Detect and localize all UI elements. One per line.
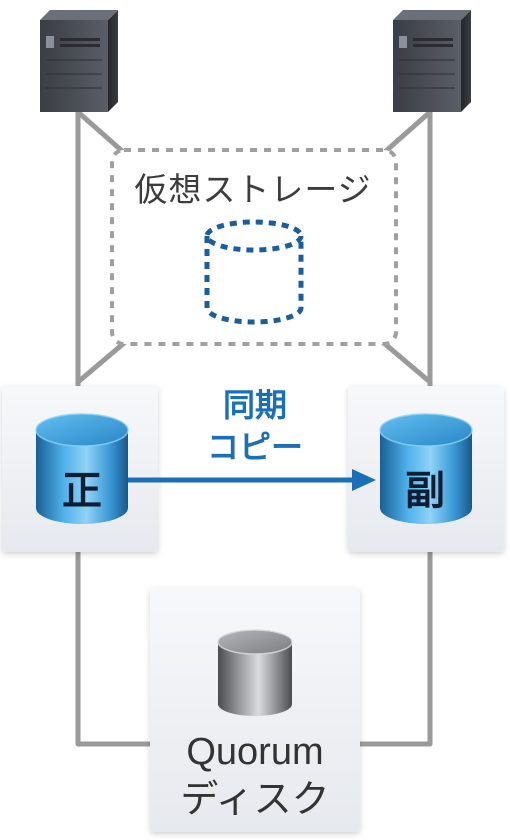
sync-copy-label: 同期 コピー bbox=[190, 384, 320, 468]
primary-disk-label: 正 bbox=[62, 468, 102, 514]
quorum-label-line1: Quorum bbox=[186, 731, 324, 773]
virtual-storage-box bbox=[110, 148, 398, 346]
sync-label-line1: 同期 bbox=[222, 386, 287, 424]
left-quorum-link bbox=[75, 552, 150, 747]
virtual-disk-icon bbox=[204, 219, 304, 325]
quorum-disk-label: Quorum ディスク bbox=[150, 728, 360, 824]
left-server-icon bbox=[40, 10, 118, 112]
right-server-icon bbox=[393, 10, 471, 112]
sync-label-line2: コピー bbox=[206, 428, 303, 466]
secondary-disk-icon bbox=[379, 413, 473, 524]
sync-arrow bbox=[128, 469, 376, 491]
primary-disk-icon bbox=[35, 413, 129, 524]
quorum-label-line2: ディスク bbox=[180, 779, 330, 821]
secondary-disk-label: 副 bbox=[405, 468, 445, 514]
virtual-storage-label: 仮想ストレージ bbox=[134, 170, 372, 209]
right-quorum-link bbox=[360, 552, 433, 747]
connector-lines bbox=[75, 110, 433, 747]
quorum-disk-icon bbox=[217, 629, 293, 716]
